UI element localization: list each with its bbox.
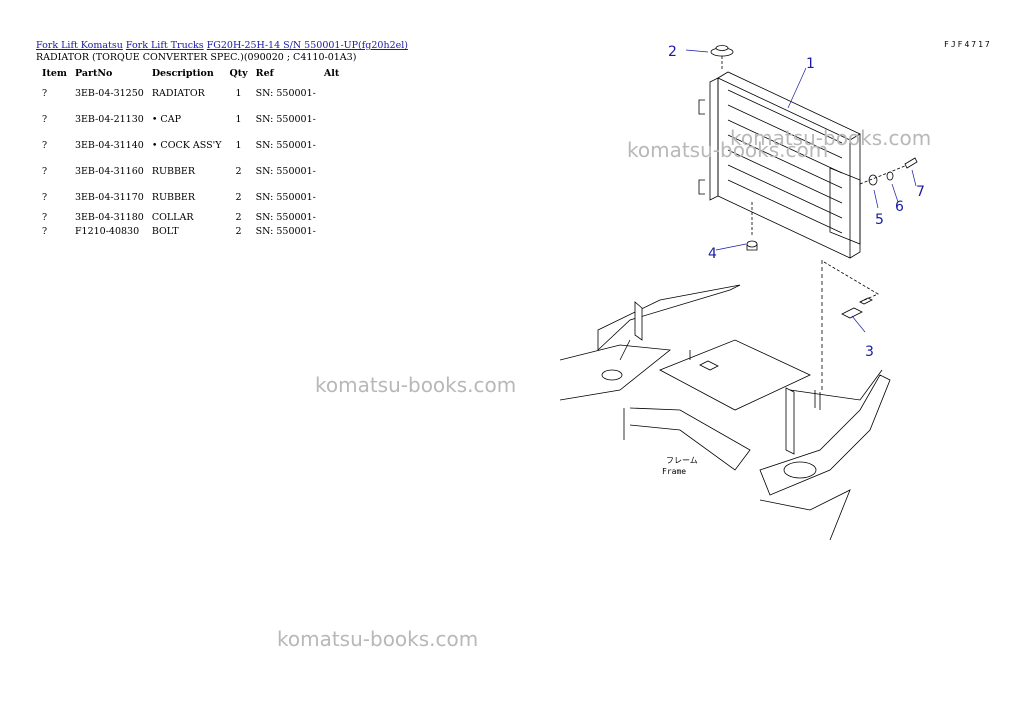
cell-description: COLLAR [151, 211, 194, 223]
column-header-item: Item [42, 67, 67, 79]
cell-qty: 1 [235, 113, 242, 125]
cell-qty: 2 [235, 165, 242, 177]
rubber-drawing [746, 202, 758, 251]
cell-item: ? [42, 165, 48, 177]
cell-alt [320, 132, 348, 158]
cell-partno: 3EB-04-31140 [74, 139, 144, 151]
table-row: ? 3EB-04-31160 RUBBER 2 SN: 550001- [38, 158, 348, 184]
page-title: RADIATOR (TORQUE CONVERTER SPEC.)(090020… [36, 52, 357, 63]
cell-qty: 1 [235, 139, 242, 151]
cell-qty: 2 [235, 225, 242, 237]
cell-partno: 3EB-04-31250 [74, 87, 144, 99]
column-header-alt: Alt [323, 67, 340, 79]
watermark: komatsu-books.com [627, 138, 829, 162]
cell-partno: F1210-40830 [74, 225, 140, 237]
callout-5: 5 [875, 212, 884, 228]
cell-item: ? [42, 87, 48, 99]
breadcrumb: Fork Lift Komatsu Fork Lift Trucks FG20H… [36, 40, 408, 51]
frame-label: Frame [662, 467, 686, 476]
cell-alt [320, 184, 348, 210]
cell-alt [320, 80, 348, 106]
cap-drawing [710, 45, 734, 70]
column-header-ref: Ref [255, 67, 274, 79]
table-row: ? F1210-40830 BOLT 2 SN: 550001- [38, 224, 348, 238]
watermark: komatsu-books.com [277, 627, 479, 651]
breadcrumb-link-fork-lift-komatsu[interactable]: Fork Lift Komatsu [36, 40, 123, 51]
cell-partno: 3EB-04-31180 [74, 211, 144, 223]
cell-description: BOLT [151, 225, 179, 237]
cell-ref: SN: 550001- [255, 211, 316, 223]
cell-item: ? [42, 139, 48, 151]
cell-item: ? [42, 211, 48, 223]
cell-item: ? [42, 225, 48, 237]
watermark: komatsu-books.com [730, 126, 932, 150]
callout-3: 3 [865, 344, 874, 360]
cell-alt [320, 224, 348, 238]
cell-ref: SN: 550001- [255, 87, 316, 99]
cell-description: • CAP [151, 113, 181, 125]
cell-alt [320, 106, 348, 132]
table-row: ? 3EB-04-31140 • COCK ASS'Y 1 SN: 550001… [38, 132, 348, 158]
cell-partno: 3EB-04-31170 [74, 191, 144, 203]
cell-qty: 2 [235, 191, 242, 203]
table-row: ? 3EB-04-21130 • CAP 1 SN: 550001- [38, 106, 348, 132]
cell-description: RUBBER [151, 165, 196, 177]
cell-alt [320, 210, 348, 224]
cell-ref: SN: 550001- [255, 165, 316, 177]
cell-ref: SN: 550001- [255, 225, 316, 237]
watermark: komatsu-books.com [315, 373, 517, 397]
cell-alt [320, 158, 348, 184]
frame-drawing [560, 284, 891, 541]
frame-label-japanese: フレーム [666, 456, 698, 465]
cell-qty: 1 [235, 87, 242, 99]
cell-ref: SN: 550001- [255, 191, 316, 203]
cell-description: RUBBER [151, 191, 196, 203]
parts-table: Item PartNo Description Qty Ref Alt ? 3E… [38, 66, 348, 238]
column-header-partno: PartNo [74, 67, 113, 79]
cock-assy-drawing [823, 261, 879, 319]
cell-item: ? [42, 113, 48, 125]
table-row: ? 3EB-04-31180 COLLAR 2 SN: 550001- [38, 210, 348, 224]
cell-description: • COCK ASS'Y [151, 139, 222, 151]
breadcrumb-link-model[interactable]: FG20H-25H-14 S/N 550001-UP(fg20h2el) [206, 40, 408, 51]
cell-ref: SN: 550001- [255, 113, 316, 125]
callout-1: 1 [806, 56, 815, 72]
table-header-row: Item PartNo Description Qty Ref Alt [38, 66, 348, 80]
cell-partno: 3EB-04-31160 [74, 165, 144, 177]
collar-bolt-drawing [859, 157, 918, 186]
figure-code: FJF4717 [944, 40, 992, 49]
cell-qty: 2 [235, 211, 242, 223]
cell-description: RADIATOR [151, 87, 205, 99]
parts-diagram: 1 2 3 4 5 6 7 フレーム Frame [560, 44, 925, 541]
callout-7: 7 [916, 184, 925, 200]
cell-partno: 3EB-04-21130 [74, 113, 144, 125]
table-row: ? 3EB-04-31170 RUBBER 2 SN: 550001- [38, 184, 348, 210]
callout-2: 2 [668, 44, 677, 60]
cell-ref: SN: 550001- [255, 139, 316, 151]
radiator-drawing [698, 71, 861, 259]
callout-6: 6 [895, 199, 904, 215]
column-header-qty: Qty [229, 67, 248, 79]
cell-item: ? [42, 191, 48, 203]
callout-4: 4 [708, 246, 717, 262]
column-header-description: Description [151, 67, 214, 79]
breadcrumb-link-fork-lift-trucks[interactable]: Fork Lift Trucks [125, 40, 204, 51]
table-row: ? 3EB-04-31250 RADIATOR 1 SN: 550001- [38, 80, 348, 106]
